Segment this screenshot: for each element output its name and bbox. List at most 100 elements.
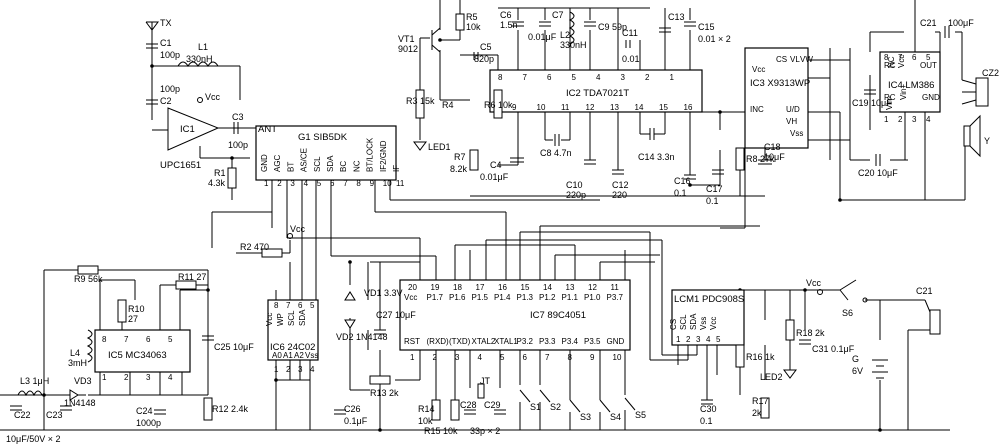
resistor-r8 bbox=[735, 147, 745, 171]
ic5-pin-num-7: 7 bbox=[124, 335, 129, 344]
label-r16: R16 1k bbox=[746, 352, 775, 362]
lcm-pin-name-4: Vcc bbox=[709, 317, 718, 330]
inductor-l2 bbox=[568, 11, 575, 45]
switch-s2 bbox=[539, 389, 551, 430]
label-c15-value: 0.01 × 2 bbox=[698, 34, 731, 44]
ic6-pin-num-7: 7 bbox=[286, 301, 291, 310]
led1-diode bbox=[413, 141, 427, 151]
resistor-r12 bbox=[203, 397, 213, 421]
g1-pin-num-4: 4 bbox=[304, 179, 309, 188]
label-r2: R2 470 bbox=[240, 242, 269, 252]
label-c30: C30 bbox=[700, 404, 717, 414]
capacitor-c26 bbox=[334, 409, 346, 415]
label-r4: R4 bbox=[442, 100, 454, 110]
ic7-pin-top-num-18: 18 bbox=[453, 283, 462, 292]
ic7-pin-top-name-1: P1.7 bbox=[427, 293, 444, 302]
label-c3-value: 100p bbox=[228, 140, 248, 150]
crystal-jt bbox=[477, 383, 485, 399]
label-s6: S6 bbox=[842, 308, 853, 318]
resistor-r10 bbox=[117, 299, 127, 323]
g1-pin-num-9: 9 bbox=[370, 179, 375, 188]
resistor-r18 bbox=[785, 319, 795, 341]
label-r17: R17 bbox=[752, 396, 769, 406]
label-c16-value: 0.1 bbox=[674, 188, 687, 198]
switch-s1 bbox=[519, 389, 531, 430]
g1-pin-name-1: GND bbox=[260, 154, 269, 172]
amplifier-ic1 bbox=[167, 107, 220, 151]
label-r3: R3 15k bbox=[406, 96, 435, 106]
ic2-pin-top-5: 5 bbox=[572, 73, 577, 82]
capacitor-c2 bbox=[146, 99, 158, 105]
label-ant: ANT bbox=[258, 124, 277, 135]
ic7-pin-bot-num-7: 7 bbox=[545, 353, 550, 362]
transistor-vt1 bbox=[431, 27, 441, 53]
ic3-pin-4: Vcc bbox=[752, 65, 765, 74]
label-c18-value: 10μF bbox=[764, 152, 785, 162]
label-ic7: IC7 89C4051 bbox=[530, 310, 586, 321]
g1-pin-num-2: 2 bbox=[277, 179, 282, 188]
ic7-pin-bot-name-6: P3.3 bbox=[539, 337, 556, 346]
label-led1: LED1 bbox=[428, 142, 451, 152]
ic2-pin-top-6: 6 bbox=[547, 73, 552, 82]
headphone-jack-cz2 bbox=[961, 77, 989, 107]
lcm-pin-num-3: 3 bbox=[696, 335, 701, 344]
ic7-pin-top-num-11: 11 bbox=[611, 283, 620, 292]
ic6-pin-name-0: Vcc bbox=[265, 313, 274, 326]
ic2-pin-top-1: 1 bbox=[670, 73, 675, 82]
g1-pin-num-5: 5 bbox=[317, 179, 322, 188]
g1-pin-num-11: 11 bbox=[396, 179, 405, 188]
capacitor-c25 bbox=[202, 335, 214, 341]
power-switch-s6 bbox=[839, 279, 868, 303]
ic2-pin-top-3: 3 bbox=[621, 73, 626, 82]
ic3-pin-0: INC bbox=[750, 105, 764, 114]
label-s1: S1 bbox=[530, 402, 541, 412]
ic4-chip bbox=[879, 51, 941, 113]
ic3-pin-6: VL bbox=[790, 55, 800, 64]
label-lcm1: LCM1 PDC908S bbox=[674, 294, 744, 305]
resistor-r17 bbox=[760, 397, 770, 419]
label-g: G bbox=[852, 354, 859, 364]
label-c2-value: 100p bbox=[160, 84, 180, 94]
g1-pin-name-8: NC bbox=[352, 160, 361, 172]
label-c24: C24 bbox=[136, 406, 153, 416]
label-r8: R8 27k bbox=[746, 154, 775, 164]
ic2-pin-bot-15: 15 bbox=[659, 103, 668, 112]
ic2-pin-bot-16: 16 bbox=[684, 103, 693, 112]
label-c11-value: 0.01 bbox=[622, 54, 640, 64]
ic6-pin-name-4: A0 bbox=[272, 351, 282, 360]
label-c9: C9 59p bbox=[598, 22, 627, 32]
ic4-pin-num-1: 1 bbox=[884, 115, 889, 124]
g1-pin-name-10: IF2/GND bbox=[379, 140, 388, 172]
capacitor-c23 bbox=[60, 405, 72, 411]
label-c29: C29 bbox=[484, 400, 501, 410]
label-c26-value: 0.1μF bbox=[344, 416, 368, 426]
label-r5-value: 10k bbox=[466, 22, 481, 32]
capacitor-c18 bbox=[758, 159, 772, 165]
ic6-pin-name-1: WP bbox=[276, 313, 285, 326]
ic7-pin-bot-name-5: P3.2 bbox=[517, 337, 534, 346]
ic7-pin-top-num-12: 12 bbox=[588, 283, 597, 292]
g1-pin-name-9: BT/LOCK bbox=[366, 137, 375, 172]
label-c2: C2 bbox=[160, 96, 172, 106]
label-c31: C31 0.1μF bbox=[812, 344, 855, 354]
ic7-pin-top-name-0: Vcc bbox=[404, 293, 417, 302]
label-vd3: VD3 bbox=[74, 376, 92, 386]
label-c5-value: 820p bbox=[474, 54, 494, 64]
ic6-chip bbox=[267, 299, 319, 361]
ic7-pin-bot-name-9: GND bbox=[607, 337, 625, 346]
capacitor-c29 bbox=[494, 409, 506, 415]
ic4-pin-name-2: Vcc bbox=[897, 55, 906, 68]
label-r18: R18 2k bbox=[796, 328, 825, 338]
label-c17-value: 0.1 bbox=[706, 196, 719, 206]
label-c28: C28 bbox=[460, 400, 477, 410]
capacitor-c24 bbox=[154, 409, 166, 415]
ic5-chip bbox=[94, 329, 191, 373]
label-s3: S3 bbox=[580, 412, 591, 422]
ic5-pin-num-1: 1 bbox=[102, 373, 107, 382]
ic7-pin-bot-name-0: RST bbox=[404, 337, 420, 346]
inductor-l4 bbox=[86, 329, 93, 363]
g1-pin-num-8: 8 bbox=[356, 179, 361, 188]
label-cz2: CZ2 bbox=[982, 68, 999, 78]
